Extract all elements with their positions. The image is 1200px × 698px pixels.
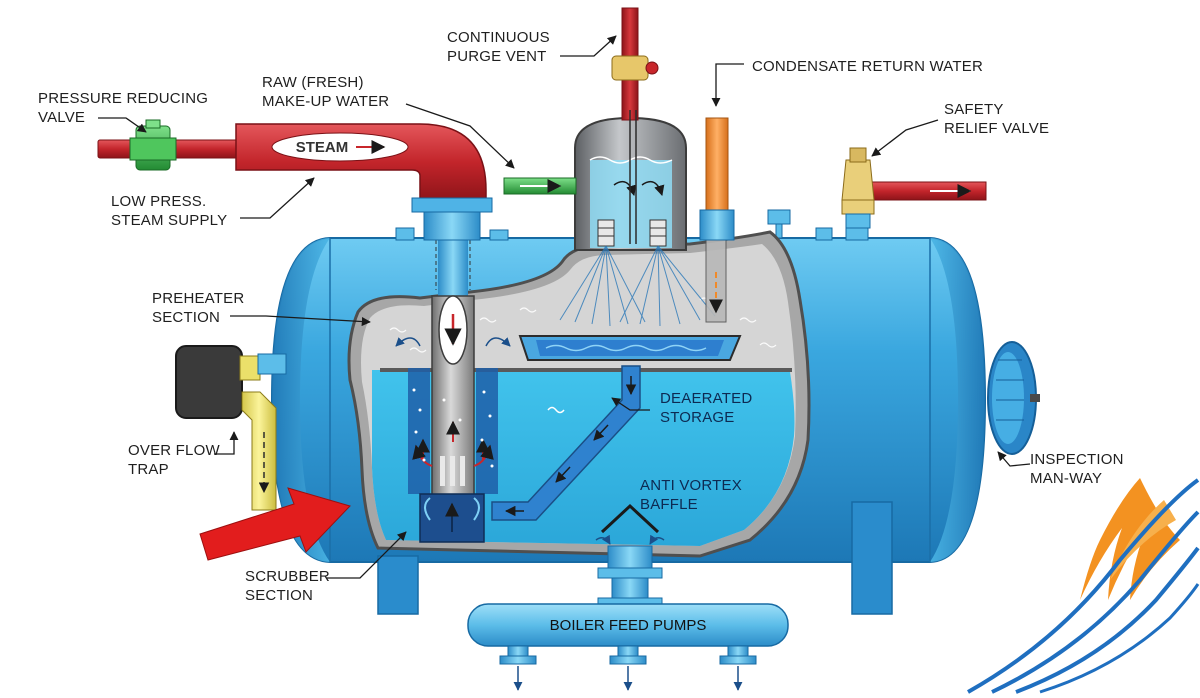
leader-lines: [98, 35, 1031, 579]
label-line: MAN-WAY: [1030, 470, 1103, 487]
label-deaerated-storage: DEAERATED STORAGE: [660, 389, 752, 427]
label-line: RAW (FRESH): [262, 74, 364, 91]
label-over-flow-trap: OVER FLOW TRAP: [128, 441, 220, 479]
safety-relief-valve-icon: [841, 147, 987, 229]
pressure-reducing-pipe: [97, 139, 259, 159]
steam-supply-pipe: STEAM: [235, 123, 493, 241]
distribution-tray: [518, 335, 742, 361]
boiler-feed-header: BOILER FEED PUMPS: [467, 545, 789, 691]
label-low-press-steam-supply: LOW PRESS. STEAM SUPPLY: [111, 192, 227, 230]
label-line: CONTINUOUS: [447, 29, 550, 46]
label-anti-vortex-baffle: ANTI VORTEX BAFFLE: [640, 476, 742, 514]
label-pressure-reducing-valve: PRESSURE REDUCING VALVE: [38, 89, 208, 127]
label-condensate-return-water: CONDENSATE RETURN WATER: [752, 57, 983, 76]
label-line: MAKE-UP WATER: [262, 93, 390, 110]
label-raw-makeup-water: RAW (FRESH) MAKE-UP WATER: [262, 73, 389, 111]
label-line: VALVE: [38, 109, 86, 126]
swirl-logo-icon: [967, 478, 1200, 694]
label-preheater-section: PREHEATER SECTION: [152, 289, 244, 327]
scrubber-section-box: [408, 368, 498, 543]
label-line: BAFFLE: [640, 496, 698, 513]
spray-fans: [559, 245, 716, 327]
steam-label: STEAM: [296, 139, 349, 156]
label-line: CONDENSATE RETURN WATER: [752, 58, 983, 75]
condensate-return-pipe: [699, 117, 735, 241]
boiler-feed-pumps-label: BOILER FEED PUMPS: [550, 617, 707, 634]
label-line: PRESSURE REDUCING: [38, 90, 209, 107]
big-red-arrow-icon: [199, 487, 351, 561]
label-inspection-man-way: INSPECTION MAN-WAY: [1030, 450, 1124, 488]
steam-injection-pipe: [395, 240, 511, 507]
label-line: SECTION: [245, 587, 314, 604]
inspection-manway: [987, 341, 1040, 455]
pressure-reducing-valve-icon: [129, 119, 177, 171]
label-line: RELIEF VALVE: [944, 120, 1050, 137]
label-line: PREHEATER: [152, 290, 245, 307]
label-line: PURGE VENT: [447, 48, 547, 65]
label-line: STEAM SUPPLY: [111, 212, 228, 229]
label-line: INSPECTION: [1030, 451, 1124, 468]
label-line: ANTI VORTEX: [640, 477, 742, 494]
label-line: SCRUBBER: [245, 568, 330, 585]
label-line: LOW PRESS.: [111, 193, 207, 210]
label-safety-relief-valve: SAFETY RELIEF VALVE: [944, 100, 1049, 138]
label-line: TRAP: [128, 461, 169, 478]
downcomer-pipe: [491, 365, 641, 521]
makeup-water-pipe: [503, 177, 577, 195]
label-scrubber-section: SCRUBBER SECTION: [245, 567, 330, 605]
label-line: DEAERATED: [660, 390, 753, 407]
overflow-trap: [175, 345, 287, 511]
label-line: SECTION: [152, 309, 221, 326]
label-continuous-purge-vent: CONTINUOUS PURGE VENT: [447, 28, 550, 66]
condensate-inner-pipe: [705, 237, 727, 323]
label-line: SAFETY: [944, 101, 1004, 118]
label-line: OVER FLOW: [128, 442, 220, 459]
label-line: STORAGE: [660, 409, 735, 426]
anti-vortex-baffle: [595, 503, 665, 545]
tank-legs: [377, 501, 893, 615]
purge-vent-pipe: [611, 7, 659, 244]
